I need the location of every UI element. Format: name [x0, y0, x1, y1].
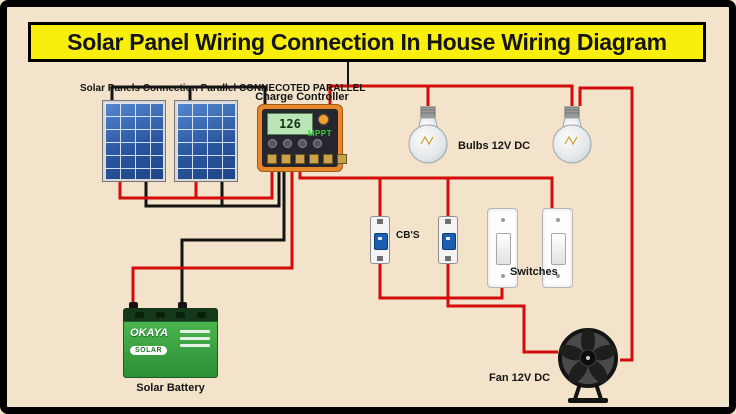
battery-type-chip: SOLAR [130, 346, 167, 355]
terminal-screw-icon [309, 154, 319, 164]
battery-cap-icon [134, 311, 144, 318]
controller-mode-label: MPPT [307, 129, 332, 138]
battery-cap-icon [176, 311, 186, 318]
wire-bulb-feed [328, 84, 574, 106]
solar-panel-1 [103, 101, 165, 181]
controller-button-icon [313, 139, 322, 148]
breaker-terminal-icon [445, 219, 451, 224]
switch-screw-icon [556, 218, 560, 222]
wire-panel-negative-bottom [144, 172, 281, 208]
controller-button-icon [298, 139, 307, 148]
wire-battery-negative [180, 172, 286, 310]
bulb-icon [408, 106, 448, 164]
panels-label: Solar Panels Connection Parallel CONNECO… [80, 83, 365, 94]
terminal-screw-icon [323, 154, 333, 164]
circuit-breaker-1 [370, 216, 390, 264]
battery-cap-icon [197, 311, 207, 318]
switch-rocker-icon [496, 233, 511, 265]
wall-switch-1 [487, 208, 518, 288]
wire-right-edge-to-fan [578, 86, 634, 362]
panels-label-part2: CONNECOTED PARALLEL [238, 83, 366, 94]
sun-indicator-icon [319, 115, 328, 124]
controller-face: 126 MPPT [262, 109, 347, 167]
battery-label: Solar Battery [136, 382, 205, 394]
battery-body: OKAYA SOLAR [123, 321, 218, 378]
bulb-2 [550, 106, 594, 166]
title-banner: Solar Panel Wiring Connection In House W… [28, 22, 706, 62]
terminal-screw-icon [337, 154, 347, 164]
breaker-terminal-icon [377, 219, 383, 224]
battery-brand: OKAYA [130, 327, 169, 339]
wire-load-bus [298, 172, 554, 208]
breaker-terminal-icon [377, 256, 383, 261]
controller-button-icon [268, 139, 277, 148]
dc-fan [556, 326, 620, 404]
wire-to-fan [446, 264, 558, 354]
fan-icon [558, 328, 618, 403]
breaker-toggle-icon [442, 233, 456, 250]
fan-label: Fan 12V DC [489, 372, 551, 384]
panels-label-part1: Solar Panels Connection Parallel [80, 83, 237, 94]
battery-negative-terminal-icon [178, 302, 187, 309]
breaker-terminal-icon [445, 256, 451, 261]
controller-label: Charge Controller [255, 91, 349, 103]
circuit-breaker-2 [438, 216, 458, 264]
switch-rocker-icon [551, 233, 566, 265]
wire-battery-positive [131, 172, 294, 310]
switch-screw-icon [501, 274, 505, 278]
battery-top-caps [123, 308, 218, 321]
page-title: Solar Panel Wiring Connection In House W… [67, 28, 667, 55]
controller-lcd: 126 [267, 113, 313, 135]
battery-label-lines [180, 330, 210, 351]
terminal-screw-icon [295, 154, 305, 164]
battery-positive-terminal-icon [129, 302, 138, 309]
wall-switch-2 [542, 208, 573, 288]
controller-display-value: 126 [279, 117, 301, 131]
bulb-icon [552, 106, 592, 164]
bulb-1 [406, 106, 450, 166]
solar-panel-2 [175, 101, 237, 181]
bulbs-label: Bulbs 12V DC [458, 140, 531, 152]
controller-button-icon [283, 139, 292, 148]
charge-controller: 126 MPPT [257, 104, 347, 172]
terminal-screw-icon [281, 154, 291, 164]
terminal-screw-icon [267, 154, 277, 164]
wire-cb1-to-switch1 [378, 264, 504, 300]
controller-buttons [268, 139, 322, 148]
switch-screw-icon [501, 218, 505, 222]
battery-cap-icon [155, 311, 165, 318]
solar-battery: OKAYA SOLAR [123, 302, 218, 378]
switches-label: Switches [510, 266, 558, 278]
breaker-toggle-icon [374, 233, 388, 250]
breakers-label: CB'S [396, 230, 420, 241]
controller-terminals [267, 154, 347, 164]
switch-screw-icon [556, 274, 560, 278]
